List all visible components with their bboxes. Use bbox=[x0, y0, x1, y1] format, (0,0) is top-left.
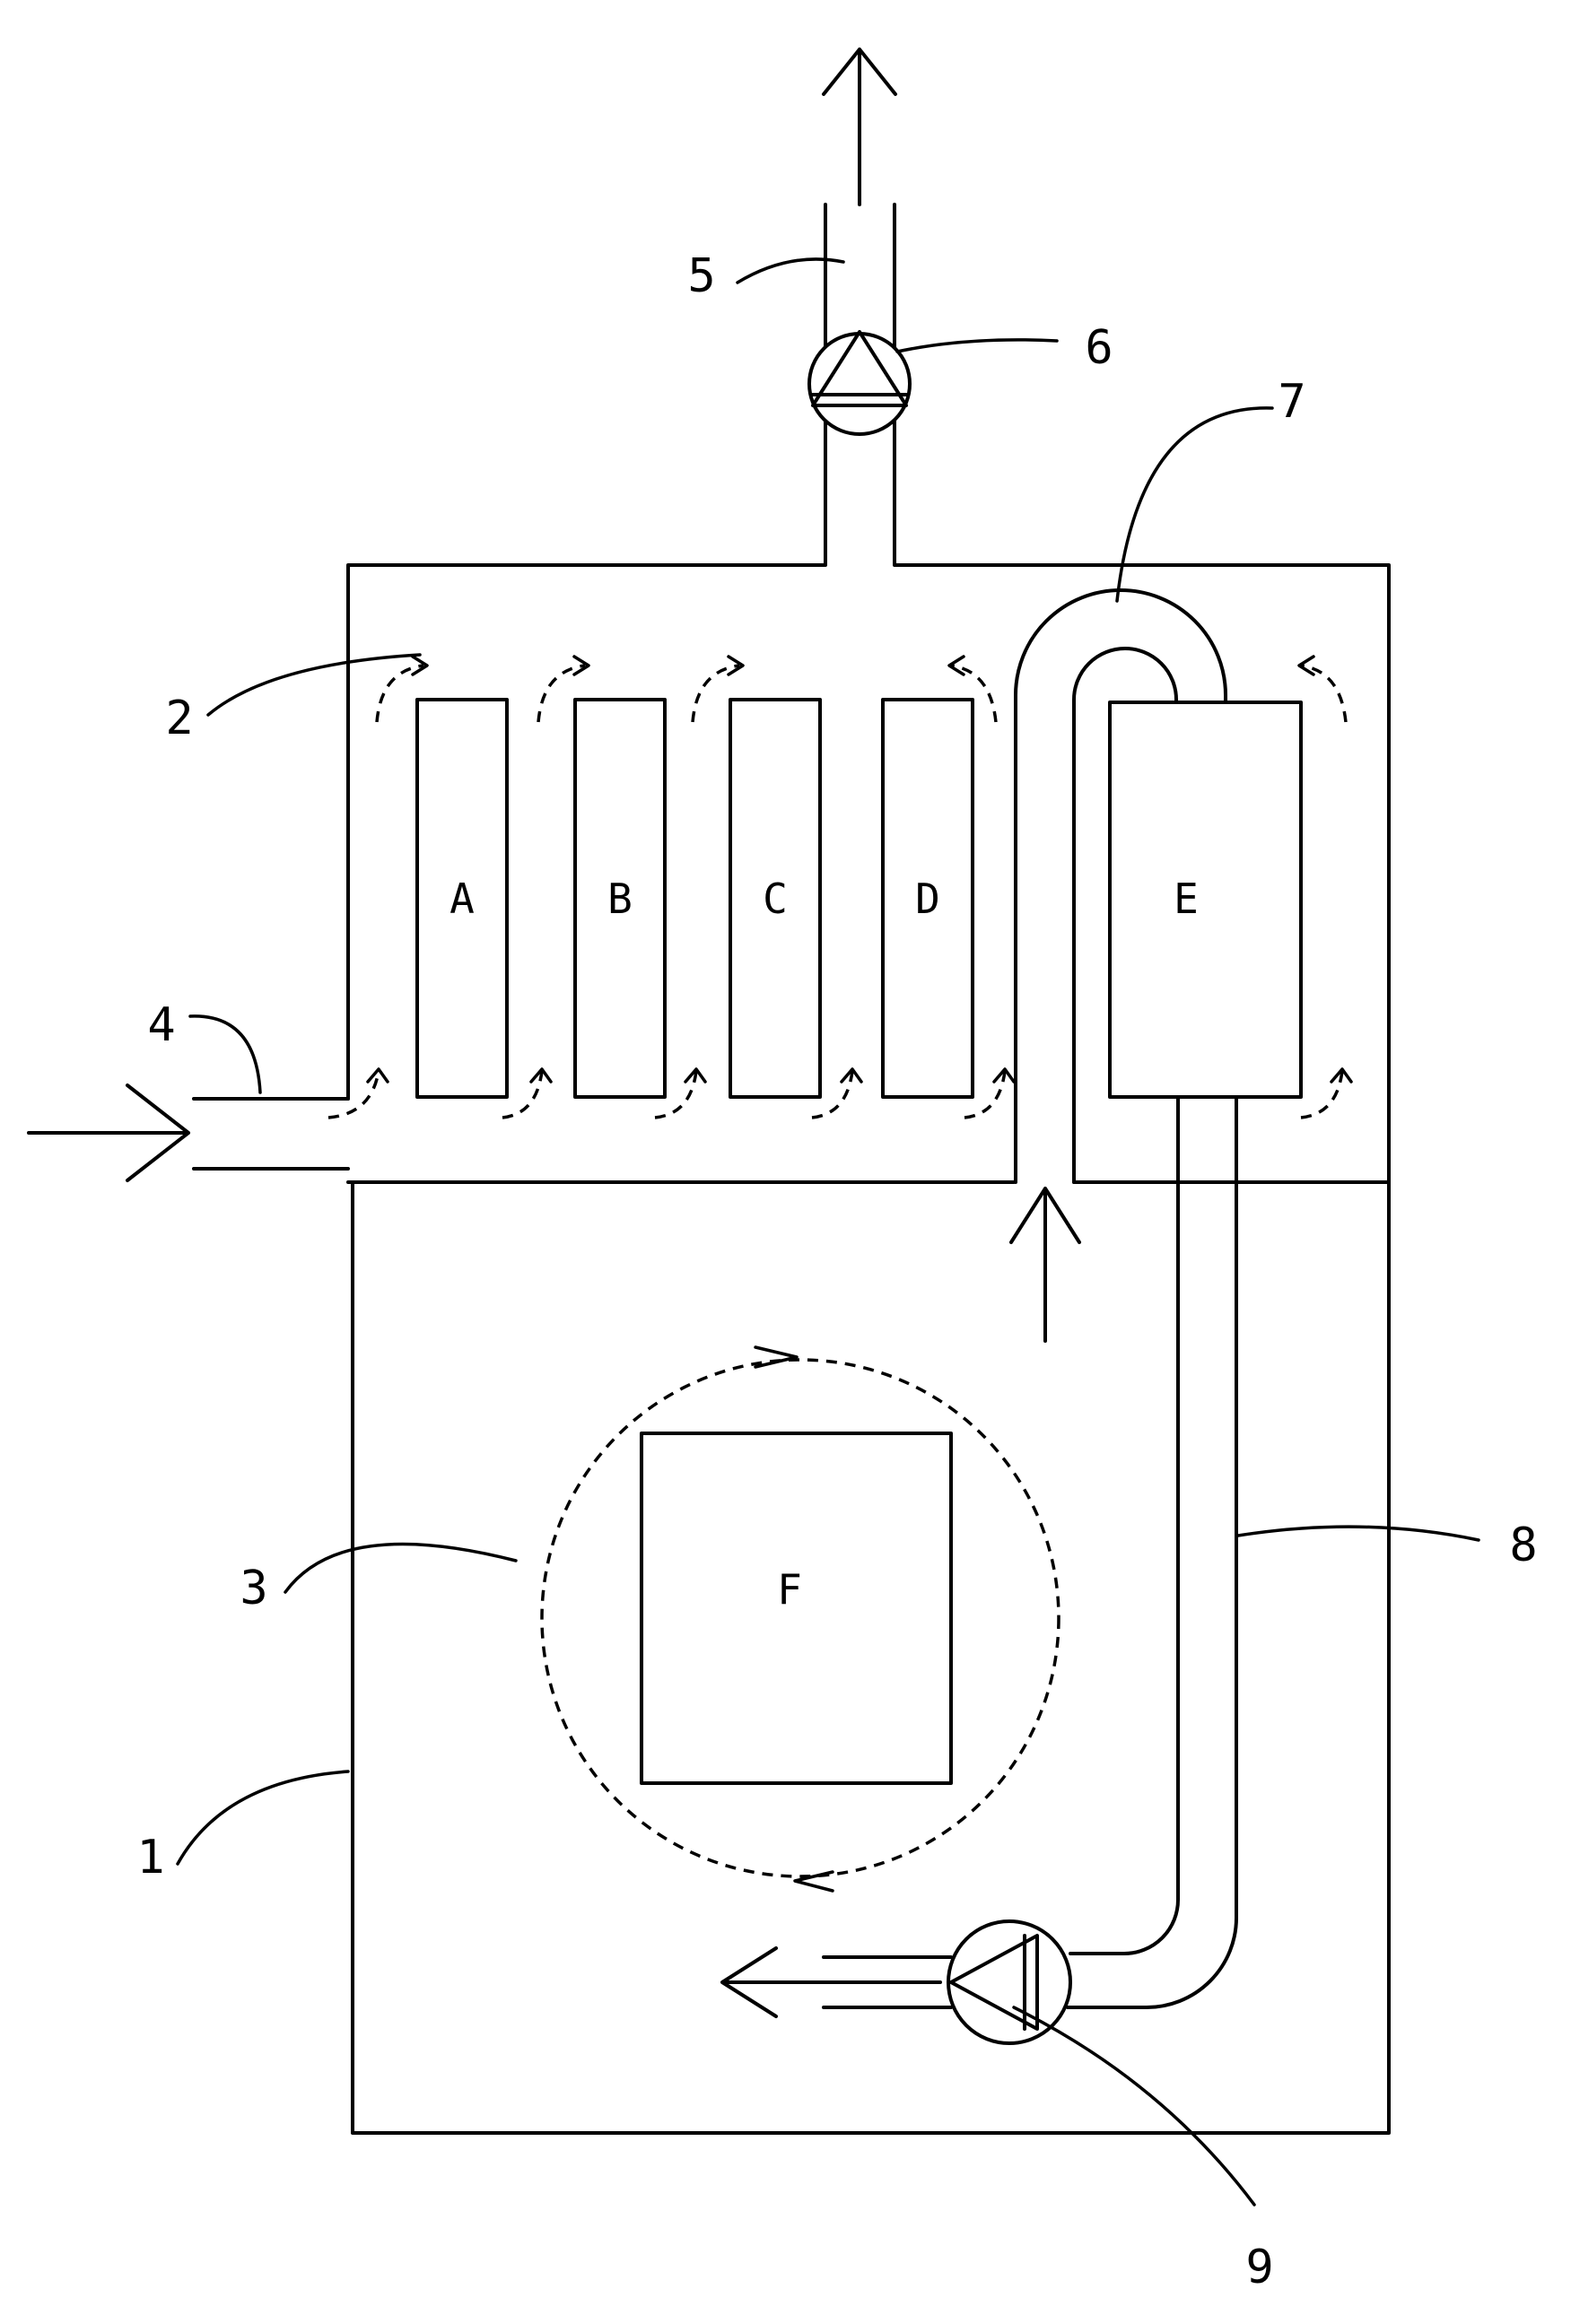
loop-arrow-top bbox=[755, 1347, 797, 1367]
ref-2-label: 2 bbox=[165, 692, 193, 745]
module-d-label: D bbox=[915, 875, 940, 923]
outlet-arrow bbox=[824, 49, 895, 205]
lower-flow-arrows bbox=[328, 1069, 1351, 1118]
leader-lines bbox=[178, 259, 1479, 2205]
upper-flow-arrows bbox=[377, 657, 1346, 722]
module-f-label: F bbox=[777, 1565, 802, 1614]
module-c-label: C bbox=[763, 875, 788, 923]
return-pipe-8 bbox=[1068, 1097, 1236, 2007]
exhaust-fan-6 bbox=[809, 332, 910, 434]
ref-6-label: 6 bbox=[1085, 321, 1113, 375]
ref-3-label: 3 bbox=[240, 1562, 267, 1615]
inlet-arrow bbox=[29, 1085, 188, 1180]
loop-arrow-bottom bbox=[795, 1872, 833, 1891]
return-pump-9 bbox=[948, 1921, 1070, 2043]
ref-7-label: 7 bbox=[1278, 375, 1305, 429]
housing-outline bbox=[348, 208, 1389, 2133]
circulation-loop bbox=[542, 1360, 1059, 1876]
module-e-box bbox=[1110, 702, 1301, 1097]
module-a-label: A bbox=[449, 875, 475, 923]
inlet-duct bbox=[194, 1099, 348, 1169]
module-e-label: E bbox=[1174, 875, 1199, 923]
ref-8-label: 8 bbox=[1509, 1519, 1537, 1572]
ref-4-label: 4 bbox=[147, 998, 175, 1052]
ref-5-label: 5 bbox=[687, 249, 715, 303]
ref-1-label: 1 bbox=[136, 1831, 164, 1884]
intake-arrow bbox=[1011, 1188, 1079, 1341]
module-b-label: B bbox=[607, 875, 633, 923]
ref-9-label: 9 bbox=[1245, 2241, 1273, 2294]
